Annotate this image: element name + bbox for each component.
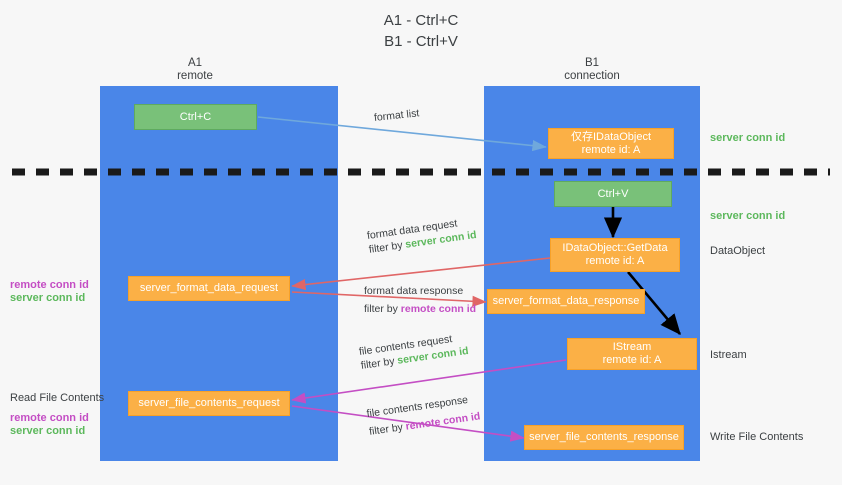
edge-format-data-response-title: format data response	[364, 285, 464, 297]
node-ctrl-c[interactable]: Ctrl+C	[134, 104, 257, 130]
edge-fcres-prefix: filter by	[368, 420, 407, 438]
annot-server-conn-id-2: server conn id	[710, 210, 786, 222]
annot-remote-conn-id-1: remote conn id	[10, 279, 89, 291]
node-server-format-data-response[interactable]: server_format_data_response	[487, 289, 645, 314]
annot-write-file-contents: Write File Contents	[710, 431, 804, 443]
node-server-format-data-request-label: server_format_data_request	[139, 282, 279, 294]
node-idataobject-label: 仅存IDataObject	[570, 130, 652, 143]
edge-label-format-data-request: format data request filter by server con…	[366, 214, 477, 257]
title-line-1: A1 - Ctrl+C	[383, 12, 459, 29]
edge-fdres-prefix: filter by	[364, 303, 401, 315]
lane-a1-title: A1	[187, 57, 203, 69]
node-istream-sublabel: remote id: A	[602, 354, 662, 366]
node-ctrl-v-label: Ctrl+V	[597, 187, 629, 200]
node-idataobject[interactable]: 仅存IDataObject remote id: A	[548, 128, 674, 159]
lane-b1-subtitle: connection	[564, 70, 620, 82]
edge-label-file-contents-request: file contents request filter by server c…	[358, 330, 469, 373]
node-server-format-data-request[interactable]: server_format_data_request	[128, 276, 290, 301]
node-server-format-data-response-label: server_format_data_response	[492, 295, 640, 307]
node-server-file-contents-request-label: server_file_contents_request	[138, 397, 280, 409]
annot-server-conn-id-3: server conn id	[10, 292, 86, 304]
lane-b1-title: B1	[584, 57, 600, 69]
lane-header-b1: B1 connection	[532, 57, 652, 83]
node-istream-label: IStream	[612, 341, 652, 353]
edge-fdres-value: remote conn id	[400, 303, 477, 315]
edge-fcreq-prefix: filter by	[360, 354, 399, 372]
edge-label-format-data-response: format data response filter by remote co…	[364, 284, 476, 316]
annot-read-file-contents: Read File Contents	[10, 392, 105, 404]
annot-remote-conn-id-2: remote conn id	[10, 412, 89, 424]
node-ctrl-v[interactable]: Ctrl+V	[554, 181, 672, 207]
node-idataobject-getdata[interactable]: IDataObject::GetData remote id: A	[550, 238, 680, 272]
annot-server-conn-id-4: server conn id	[10, 425, 86, 437]
node-server-file-contents-request[interactable]: server_file_contents_request	[128, 391, 290, 416]
edge-label-file-contents-response: file contents response filter by remote …	[366, 392, 481, 439]
lane-header-a1: A1 remote	[135, 57, 255, 83]
lane-a1-subtitle: remote	[177, 70, 213, 82]
annot-dataobject: DataObject	[710, 245, 766, 257]
node-server-file-contents-response-label: server_file_contents_response	[529, 431, 679, 443]
edge-format-data-response-filter: filter by remote conn id	[364, 302, 476, 316]
annot-istream: Istream	[710, 349, 747, 361]
node-ctrl-c-label: Ctrl+C	[179, 110, 212, 123]
title-line-2: B1 - Ctrl+V	[384, 33, 458, 50]
node-getdata-label: IDataObject::GetData	[562, 242, 668, 254]
edge-label-format-list-text: format list	[373, 107, 420, 124]
node-istream[interactable]: IStream remote id: A	[567, 338, 697, 370]
node-idataobject-sublabel: remote id: A	[581, 143, 641, 156]
edge-label-format-list: format list	[373, 106, 420, 125]
node-getdata-sublabel: remote id: A	[585, 255, 645, 267]
annot-server-conn-id-1: server conn id	[710, 132, 786, 144]
edge-fdreq-prefix: filter by	[368, 238, 407, 256]
diagram-title: A1 - Ctrl+C B1 - Ctrl+V	[0, 10, 842, 52]
node-server-file-contents-response[interactable]: server_file_contents_response	[524, 425, 684, 450]
